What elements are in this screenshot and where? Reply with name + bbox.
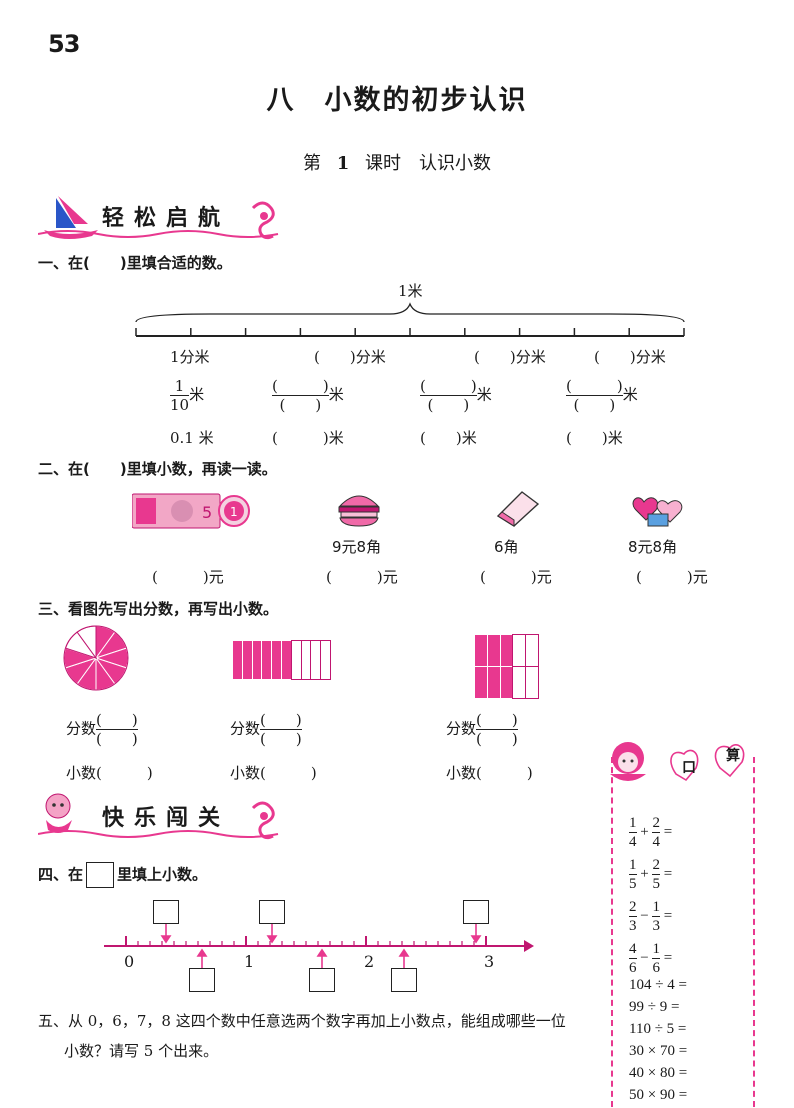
q1-row1-0: 1分米 xyxy=(170,348,210,366)
q4-answer-box[interactable] xyxy=(189,968,215,992)
kid-banner-icon xyxy=(37,793,279,840)
q3-decimal-1[interactable]: 小数( ) xyxy=(66,764,153,782)
q4-answer-box[interactable] xyxy=(153,900,179,924)
section-banner-happy: 快乐闯关 xyxy=(37,790,288,842)
lesson-number: 1 xyxy=(336,153,350,174)
eraser-icon xyxy=(496,491,540,527)
chapter-title: 八 小数的初步认识 xyxy=(266,85,528,116)
q2-answer-3[interactable]: ( )元 xyxy=(636,568,708,586)
grid-cell xyxy=(499,634,514,667)
banknote-coin-icon: 5 1 xyxy=(132,493,250,529)
q4-answer-box[interactable] xyxy=(463,900,489,924)
svg-text:1: 1 xyxy=(230,505,238,519)
grid-cell xyxy=(486,634,501,667)
q3-fraction-1[interactable]: 分数( )( ) xyxy=(66,711,138,748)
q1-fraction-blank-1[interactable]: ( )( )米 xyxy=(272,377,344,414)
lesson-title: 第 1 课时 认识小数 xyxy=(0,149,794,175)
q1-row3-2[interactable]: ( )米 xyxy=(420,429,477,447)
heart-gift-icon xyxy=(632,497,683,527)
q3-prompt: 三、看图先写出分数，再写出小数。 xyxy=(38,600,279,618)
oral-calc-row: 104 ÷ 4 = xyxy=(629,977,687,993)
oral-char-2: 算 xyxy=(726,748,740,764)
q1-ruler-label: 1米 xyxy=(398,282,423,300)
q4-prompt: 四、在里填上小数。 xyxy=(38,862,207,888)
oral-char-1: 口 xyxy=(682,760,696,776)
grid-cell xyxy=(512,666,527,699)
q1-row3-3[interactable]: ( )米 xyxy=(566,429,623,447)
q4-tick-label: 1 xyxy=(244,952,255,971)
pie-outline xyxy=(63,625,129,691)
q2-price-gift: 8元8角 xyxy=(628,538,678,556)
q4-prompt-box-icon xyxy=(86,862,115,888)
section-banner-relax: 轻松启航 xyxy=(37,190,288,242)
banner-happy-text: 快乐闯关 xyxy=(102,806,231,831)
q2-answer-1[interactable]: ( )元 xyxy=(326,568,398,586)
q4-answer-box[interactable] xyxy=(259,900,285,924)
grid-cell xyxy=(486,666,501,699)
svg-text:5: 5 xyxy=(202,503,212,522)
q2-price-eraser: 6角 xyxy=(494,538,519,556)
banner-relax-text: 轻松启航 xyxy=(102,206,231,231)
q3-decimal-2[interactable]: 小数( ) xyxy=(230,764,317,782)
q5-line2: 小数？请写 5 个出来。 xyxy=(64,1042,219,1060)
q1-row3-0: 0.1 米 xyxy=(170,429,214,447)
q4-number-line xyxy=(104,924,534,968)
oral-calc-row: 40 × 80 = xyxy=(629,1065,688,1081)
q4-tick-label: 0 xyxy=(124,952,135,971)
q1-row1-1: ( )分米 xyxy=(314,348,386,366)
grid-cell xyxy=(525,634,539,667)
q2-answer-2[interactable]: ( )元 xyxy=(480,568,552,586)
oral-calc-row: 30 × 70 = xyxy=(629,1043,688,1059)
grid-cell xyxy=(525,666,539,699)
q3-grid-figure xyxy=(474,634,539,699)
oral-calc-row: 110 ÷ 5 = xyxy=(629,1021,687,1037)
q2-price-burger: 9元8角 xyxy=(332,538,382,556)
oral-calc-row: 50 × 90 = xyxy=(629,1087,688,1103)
q1-row1-2: ( )分米 xyxy=(474,348,546,366)
q2-prompt: 二、在( )里填小数，再读一读。 xyxy=(38,460,277,478)
q4-tick-label: 2 xyxy=(364,952,375,971)
lesson-prefix: 第 xyxy=(303,153,321,174)
grid-cell xyxy=(499,666,514,699)
lesson-suffix: 课时 认识小数 xyxy=(365,153,491,174)
oral-calc-row: 99 ÷ 9 = xyxy=(629,999,680,1015)
q1-prompt: 一、在( )里填合适的数。 xyxy=(38,254,232,272)
bar-cell xyxy=(320,640,331,680)
sailboat-banner-icon xyxy=(37,196,279,240)
hamburger-icon xyxy=(338,495,380,527)
q4-answer-box[interactable] xyxy=(391,968,417,992)
q1-fraction-blank-3[interactable]: ( )( )米 xyxy=(566,377,638,414)
q3-fraction-3[interactable]: 分数( )( ) xyxy=(446,711,518,748)
q3-bar-figure xyxy=(232,640,331,680)
page-number: 53 xyxy=(48,30,80,58)
q1-row1-3: ( )分米 xyxy=(594,348,666,366)
q3-pie-figure xyxy=(63,625,129,691)
grid-cell xyxy=(474,666,488,699)
grid-cell xyxy=(474,634,488,667)
q5-line1: 五、从 0，6，7，8 这四个数中任意选两个数字再加上小数点，能组成哪些一位 xyxy=(38,1012,566,1030)
q3-decimal-3[interactable]: 小数( ) xyxy=(446,764,533,782)
q1-row3-1[interactable]: ( )米 xyxy=(272,429,344,447)
q1-fraction-blank-2[interactable]: ( )( )米 xyxy=(420,377,492,414)
q1-meter-ruler xyxy=(135,302,685,337)
q4-answer-box[interactable] xyxy=(309,968,335,992)
grid-cell xyxy=(512,634,527,667)
q2-answer-0[interactable]: ( )元 xyxy=(152,568,224,586)
q3-fraction-2[interactable]: 分数( )( ) xyxy=(230,711,302,748)
oral-calc-header xyxy=(610,742,745,782)
q4-tick-label: 3 xyxy=(484,952,495,971)
